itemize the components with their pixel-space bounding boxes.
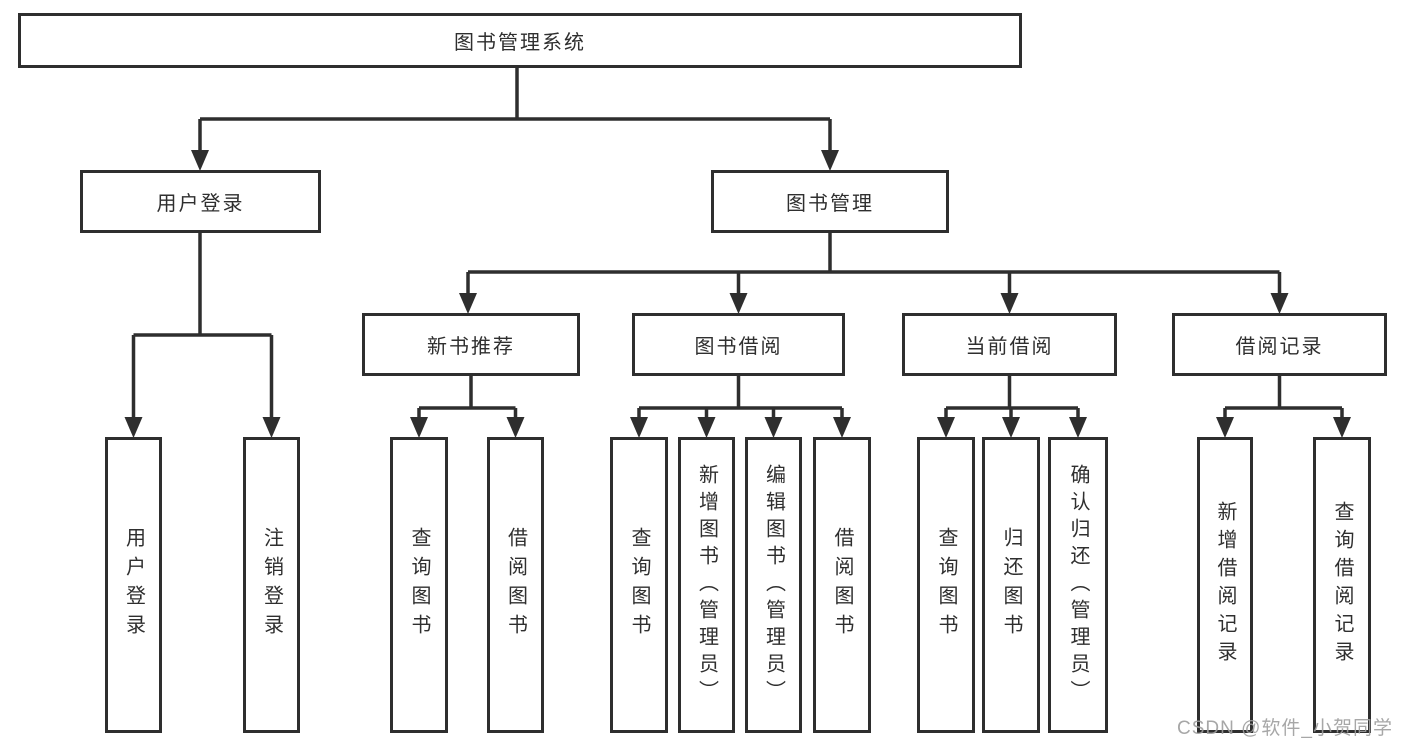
arrowhead <box>729 293 748 314</box>
node-book-borrow: 图书借阅 <box>632 313 845 376</box>
node-book-management-label: 图书管理 <box>786 193 874 215</box>
arrowhead <box>459 293 477 314</box>
arrowhead <box>1333 417 1351 438</box>
node-leaf-logout-label: 注销登录 <box>260 527 283 643</box>
node-leaf-user-login-label: 用户登录 <box>122 527 145 643</box>
arrowhead <box>1002 417 1020 438</box>
node-leaf-bb-edit-book: 编辑图书（管理员） <box>745 437 802 733</box>
node-leaf-bb-query-book: 查询图书 <box>610 437 668 733</box>
node-leaf-bb-edit-book-label: 编辑图书（管理员） <box>762 463 785 707</box>
node-leaf-bb-add-book: 新增图书（管理员） <box>678 437 735 733</box>
arrowhead <box>506 417 525 438</box>
arrowhead <box>1270 293 1289 314</box>
node-new-book-recommend-label: 新书推荐 <box>427 336 515 358</box>
node-leaf-bb-borrow-book-label: 借阅图书 <box>831 527 853 643</box>
arrowhead <box>821 150 839 171</box>
node-leaf-nb-query-book-label: 查询图书 <box>408 527 430 643</box>
node-leaf-bb-add-book-label: 新增图书（管理员） <box>695 463 718 707</box>
node-book-borrow-label: 图书借阅 <box>694 336 783 358</box>
node-root-label: 图书管理系统 <box>454 32 586 54</box>
arrowhead <box>1069 417 1087 438</box>
arrowhead <box>937 417 955 438</box>
node-book-management: 图书管理 <box>711 170 949 233</box>
arrowhead <box>764 417 783 438</box>
node-user-login: 用户登录 <box>80 170 321 233</box>
node-leaf-cb-return-book: 归还图书 <box>982 437 1040 733</box>
node-leaf-cb-confirm-return-label: 确认归还（管理员） <box>1067 463 1089 707</box>
node-leaf-br-add-record-label: 新增借阅记录 <box>1214 501 1236 669</box>
arrowhead <box>1216 417 1234 438</box>
node-leaf-user-login: 用户登录 <box>105 437 162 733</box>
node-current-borrow: 当前借阅 <box>902 313 1117 376</box>
arrowhead <box>124 417 143 438</box>
node-leaf-cb-query-book: 查询图书 <box>917 437 975 733</box>
connector-book-borrow-to-leaves <box>630 376 851 438</box>
node-user-login-label: 用户登录 <box>156 193 245 215</box>
node-current-borrow-label: 当前借阅 <box>965 336 1054 358</box>
connector-new-book-recommend-to-leaves <box>410 376 525 438</box>
node-leaf-bb-query-book-label: 查询图书 <box>628 527 650 643</box>
node-leaf-nb-query-book: 查询图书 <box>390 437 448 733</box>
connector-user-login-to-leaves <box>124 233 281 438</box>
arrowhead <box>1000 293 1019 314</box>
arrowhead <box>697 417 716 438</box>
connector-current-borrow-to-leaves <box>937 376 1087 438</box>
arrowhead <box>262 417 281 438</box>
node-leaf-br-add-record: 新增借阅记录 <box>1197 437 1253 733</box>
connector-borrow-record-to-leaves <box>1216 376 1351 438</box>
node-leaf-logout: 注销登录 <box>243 437 300 733</box>
arrowhead <box>410 417 428 438</box>
node-new-book-recommend: 新书推荐 <box>362 313 580 376</box>
arrowhead <box>191 150 209 171</box>
arrowhead <box>630 417 648 438</box>
node-leaf-nb-borrow-book: 借阅图书 <box>487 437 544 733</box>
node-leaf-cb-confirm-return: 确认归还（管理员） <box>1048 437 1108 733</box>
node-leaf-nb-borrow-book-label: 借阅图书 <box>504 527 527 643</box>
node-leaf-cb-query-book-label: 查询图书 <box>935 527 957 643</box>
node-leaf-br-query-record: 查询借阅记录 <box>1313 437 1371 733</box>
connector-root-to-level2 <box>191 68 839 171</box>
arrowhead <box>833 417 851 438</box>
node-borrow-record: 借阅记录 <box>1172 313 1387 376</box>
connector-book-management-to-level3 <box>459 233 1289 314</box>
node-leaf-bb-borrow-book: 借阅图书 <box>813 437 871 733</box>
node-leaf-cb-return-book-label: 归还图书 <box>1000 527 1022 643</box>
node-root: 图书管理系统 <box>18 13 1022 68</box>
csdn-watermark: CSDN @软件_小贺同学 <box>1177 718 1393 739</box>
node-borrow-record-label: 借阅记录 <box>1235 336 1324 358</box>
node-leaf-br-query-record-label: 查询借阅记录 <box>1331 501 1353 669</box>
